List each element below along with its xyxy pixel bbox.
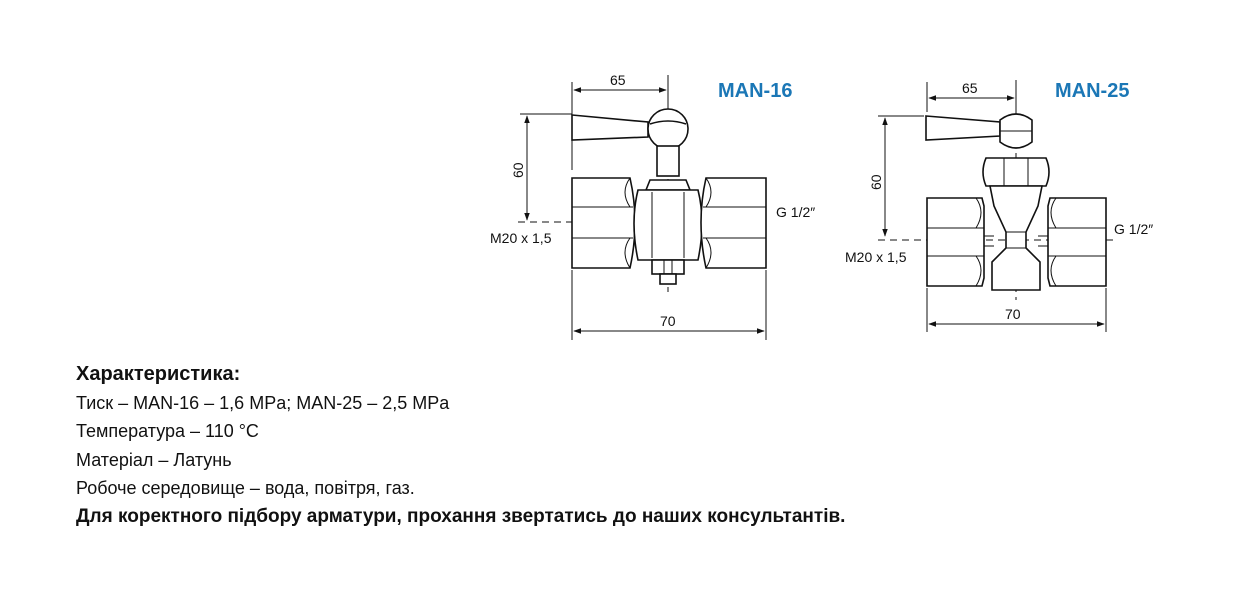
man16-dim-top-label: 65	[610, 72, 626, 88]
man25-handle-lever	[925, 115, 1001, 141]
man16-bottom-nut	[651, 259, 685, 275]
man25-left-nut	[926, 197, 985, 287]
technical-drawing: MAN-16 65 60	[490, 72, 1153, 340]
man16-body	[633, 189, 703, 261]
man25-thread-left-label: M20 x 1,5	[845, 249, 907, 265]
man25-title: MAN-25	[1055, 80, 1129, 102]
spec-medium: Робоче середовище – вода, повітря, газ.	[76, 478, 415, 498]
man16-title: MAN-16	[718, 80, 792, 102]
man16-right-nut	[700, 177, 767, 269]
man16-thread-left-label: M20 x 1,5	[490, 230, 552, 246]
man16-handle-ball	[647, 108, 689, 150]
man25-drawing: MAN-25 65 60	[845, 80, 1153, 332]
man25-upper-nut	[982, 157, 1050, 187]
man16-drawing: MAN-16 65 60	[490, 72, 815, 340]
man16-stem	[656, 145, 680, 177]
spec-material: Матеріал – Латунь	[76, 449, 232, 470]
man25-dim-top-label: 65	[962, 80, 978, 96]
man16-stem-nut	[644, 179, 692, 191]
man25-dim-side-label: 60	[868, 174, 884, 190]
man25-right-nut	[1047, 197, 1107, 287]
man16-dim-bottom-label: 70	[660, 313, 676, 329]
man25-dim-bottom-label: 70	[1005, 306, 1021, 322]
specs-heading: Характеристика:	[76, 363, 241, 385]
man16-bleed-screw	[659, 273, 677, 285]
man25-thread-right-label: G 1/2″	[1114, 221, 1153, 237]
spec-pressure: Тиск – MAN-16 – 1,6 MPa; MAN-25 – 2,5 MP…	[76, 392, 450, 413]
man16-thread-right-label: G 1/2″	[776, 204, 815, 220]
spec-temperature: Температура – 110 °C	[76, 421, 259, 441]
man16-dim-side-label: 60	[510, 162, 526, 178]
specifications: Характеристика: Тиск – MAN-16 – 1,6 MPa;…	[76, 360, 845, 531]
consultation-note: Для коректного підбору арматури, проханн…	[76, 505, 846, 527]
man25-body	[989, 185, 1043, 291]
man16-handle-lever	[571, 114, 649, 141]
